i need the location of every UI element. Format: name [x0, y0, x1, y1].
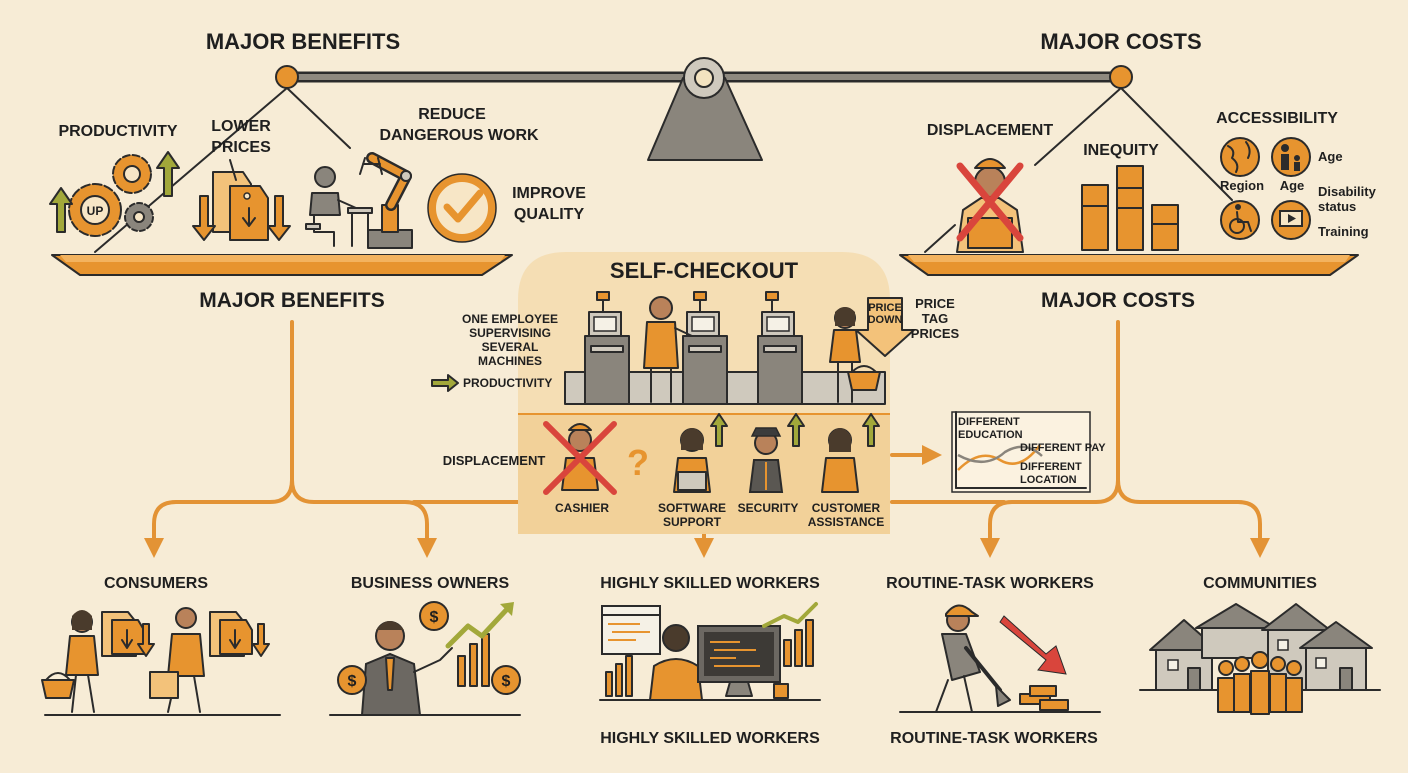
benefits-title: MAJOR BENEFITS — [199, 289, 385, 312]
business-owner-illustration: $ $ $ — [329, 601, 521, 716]
productivity-arrow-icon — [431, 374, 459, 392]
skilled-caption: HIGHLY SKILLED WORKERS — [600, 730, 820, 747]
center-displacement-label: DISPLACEMENT — [443, 453, 546, 468]
price-tags-icon — [212, 159, 269, 241]
group-business-title: BUSINESS OWNERS — [351, 575, 510, 592]
employee-note-line3: SEVERAL — [482, 340, 539, 354]
role-security-label: SECURITY — [738, 501, 799, 515]
employee-note-line4: MACHINES — [478, 354, 542, 368]
flow-arrows — [144, 320, 1270, 558]
role-software-label-line2: SUPPORT — [663, 515, 722, 529]
wheelchair-icon — [1220, 200, 1260, 240]
routine-worker-illustration — [899, 604, 1101, 713]
security-guard-icon — [748, 413, 805, 493]
software-support-worker-icon — [673, 413, 728, 493]
price-tag-line2: DOWN — [868, 314, 903, 326]
price-down-tag-icon: PRICE DOWN — [855, 297, 915, 357]
balance-scale — [51, 57, 1359, 276]
age-label-lower: Age — [1280, 178, 1305, 193]
chart-location-line1: DIFFERENT — [1020, 461, 1082, 473]
reduce-work-label-line1: REDUCE — [418, 106, 486, 123]
role-customer-label-line1: CUSTOMER — [812, 501, 881, 515]
cashier-crossed-icon — [543, 421, 617, 495]
robot-arm-icon — [359, 152, 413, 249]
center-productivity-label: PRODUCTIVITY — [463, 376, 552, 390]
group-routine-title: ROUTINE-TASK WORKERS — [886, 575, 1094, 592]
price-note-line1: PRICE — [915, 296, 955, 311]
benefits-panel: PRODUCTIVITY LOWER PRICES REDUCE DANGERO… — [49, 106, 586, 249]
kiosk — [682, 291, 728, 405]
region-label: Region — [1220, 178, 1264, 193]
self-checkout-title: SELF-CHECKOUT — [610, 258, 799, 283]
family-age-icon — [1271, 137, 1311, 177]
kiosks-illustration — [564, 291, 886, 405]
globe-icon — [1220, 137, 1260, 177]
dollar-coin-icon: $ — [430, 609, 439, 626]
improve-quality-label-line1: IMPROVE — [512, 185, 586, 202]
improve-quality-label-line2: QUALITY — [514, 206, 585, 223]
training-screen-icon — [1271, 200, 1311, 240]
price-note-line3: PRICES — [911, 326, 960, 341]
group-skilled-title: HIGHLY SKILLED WORKERS — [600, 575, 820, 592]
up-badge: UP — [87, 204, 104, 218]
inequity-label: INEQUITY — [1083, 142, 1159, 159]
kiosk — [584, 291, 630, 405]
chart-education-line1: DIFFERENT — [958, 416, 1020, 428]
costs-title: MAJOR COSTS — [1041, 289, 1195, 312]
worker-at-desk-icon — [305, 166, 373, 247]
chart-location-line2: LOCATION — [1020, 474, 1077, 486]
chart-education-line2: EDUCATION — [958, 429, 1023, 441]
accessibility-label: ACCESSIBILITY — [1216, 110, 1338, 127]
employee-note-line2: SUPERVISING — [469, 326, 551, 340]
dollar-coin-icon: $ — [502, 673, 511, 690]
cost-displacement-label: DISPLACEMENT — [927, 122, 1053, 139]
group-communities-title: COMMUNITIES — [1203, 575, 1317, 592]
kiosk — [757, 291, 803, 405]
costs-panel: DISPLACEMENT INEQUITY ACCESSIBILITY — [927, 110, 1377, 253]
skilled-worker-illustration — [599, 602, 821, 701]
reduce-work-label-line2: DANGEROUS WORK — [379, 127, 539, 144]
down-arrow-icon — [192, 195, 291, 241]
up-arrow-icon — [49, 151, 180, 233]
inequity-bars-icon — [1081, 165, 1179, 251]
checkmark-icon — [427, 173, 497, 243]
supervising-employee-icon — [643, 296, 693, 403]
role-software-label-line1: SOFTWARE — [658, 501, 726, 515]
differences-mini-chart — [951, 411, 1091, 493]
employee-note-line1: ONE EMPLOYEE — [462, 312, 558, 326]
role-cashier-label: CASHIER — [555, 501, 609, 515]
communities-illustration — [1139, 603, 1381, 715]
shopper-with-basket-icon — [829, 307, 881, 403]
question-mark-icon: ? — [627, 442, 649, 483]
disability-label-line1: Disability — [1318, 184, 1377, 199]
scale-left-title: MAJOR BENEFITS — [206, 29, 400, 54]
training-label: Training — [1318, 224, 1369, 239]
lower-prices-label-line2: PRICES — [211, 139, 271, 156]
productivity-label: PRODUCTIVITY — [58, 123, 177, 140]
disability-label-line2: status — [1318, 199, 1356, 214]
age-label-upper: Age — [1318, 149, 1343, 164]
group-consumers-title: CONSUMERS — [104, 575, 208, 592]
consumers-illustration — [41, 607, 281, 716]
customer-assistance-worker-icon — [821, 413, 880, 493]
scale-right-title: MAJOR COSTS — [1040, 29, 1201, 54]
displaced-cashier-icon — [956, 158, 1024, 253]
chart-pay-label: DIFFERENT PAY — [1020, 442, 1106, 454]
price-note-line2: TAG — [922, 311, 948, 326]
dollar-coin-icon: $ — [348, 673, 357, 690]
role-customer-label-line2: ASSISTANCE — [808, 515, 884, 529]
price-tag-line1: PRICE — [868, 302, 902, 314]
lower-prices-label-line1: LOWER — [211, 118, 271, 135]
gears-icon: UP — [68, 154, 154, 237]
routine-caption: ROUTINE-TASK WORKERS — [890, 730, 1098, 747]
